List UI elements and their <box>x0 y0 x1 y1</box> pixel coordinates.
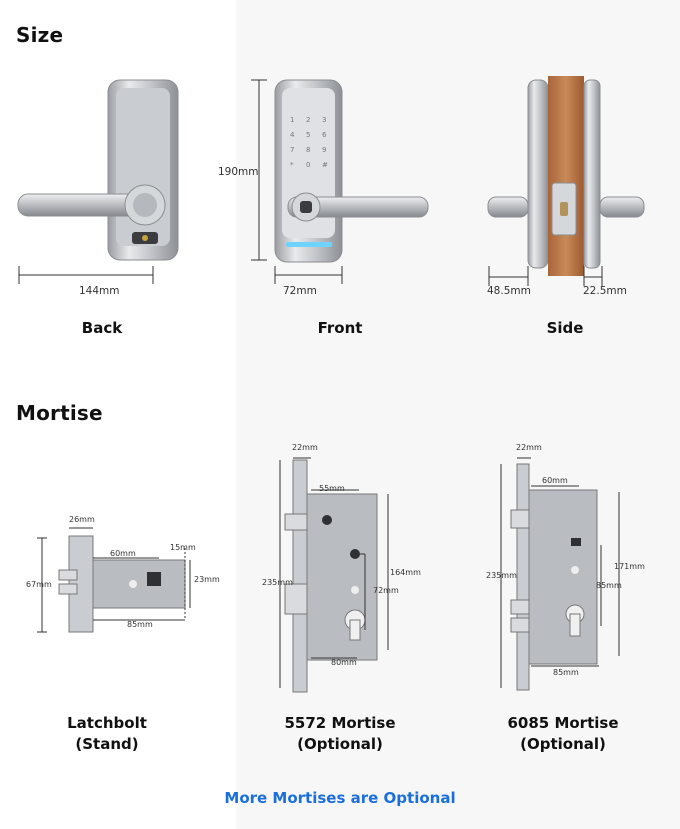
side-view-image <box>487 76 645 286</box>
svg-text:5: 5 <box>306 131 310 139</box>
more-mortises-note: More Mortises are Optional <box>224 789 456 807</box>
svg-text:0: 0 <box>306 161 310 169</box>
m6085-backset-label: 60mm <box>542 476 568 485</box>
m5572-width-label: 80mm <box>331 658 357 667</box>
m6085-name: 6085 Mortise <box>507 714 619 732</box>
m5572-plate-label: 235mm <box>262 578 293 587</box>
m5572-name: 5572 Mortise <box>284 714 396 732</box>
caption-front: Front <box>317 319 363 337</box>
caption-back: Back <box>81 319 123 337</box>
svg-text:1: 1 <box>290 116 294 124</box>
latchbolt-name: Latchbolt <box>67 714 147 732</box>
m5572-note: (Optional) <box>297 735 383 753</box>
m6085-width-label: 85mm <box>553 668 579 677</box>
latch-length-label: 85mm <box>127 620 153 629</box>
m6085-face-label: 22mm <box>516 443 542 452</box>
latch-height-label: 23mm <box>194 575 220 584</box>
back-width-label: 144mm <box>79 285 120 297</box>
mortise-5572-image <box>279 457 389 693</box>
front-height-label: 190mm <box>218 166 259 178</box>
front-width-label: 72mm <box>283 285 317 297</box>
caption-5572: 5572 Mortise (Optional) <box>280 713 400 755</box>
latch-thick-label: 15mm <box>170 543 196 552</box>
latch-face-label: 26mm <box>69 515 95 524</box>
m5572-center-label: 72mm <box>373 586 399 595</box>
section-title-mortise: Mortise <box>16 401 103 425</box>
side-front-depth-label: 22.5mm <box>583 285 627 297</box>
m5572-backset-label: 55mm <box>319 484 345 493</box>
side-back-depth-label: 48.5mm <box>487 285 531 297</box>
caption-side: Side <box>546 319 584 337</box>
m6085-height-label: 171mm <box>614 562 645 571</box>
front-view-image: 1 2 3 4 5 6 7 8 9 * 0 # <box>251 79 429 284</box>
svg-text:8: 8 <box>306 146 310 154</box>
svg-text:4: 4 <box>290 131 295 139</box>
back-view-image <box>17 79 179 284</box>
section-title-size: Size <box>16 23 64 47</box>
caption-latchbolt: Latchbolt (Stand) <box>52 713 162 755</box>
m6085-center-label: 85mm <box>596 581 622 590</box>
svg-text:7: 7 <box>290 146 294 154</box>
m6085-note: (Optional) <box>520 735 606 753</box>
m6085-plate-label: 235mm <box>486 571 517 580</box>
m5572-face-label: 22mm <box>292 443 318 452</box>
svg-text:#: # <box>322 161 328 169</box>
latch-plate-label: 67mm <box>26 580 52 589</box>
caption-6085: 6085 Mortise (Optional) <box>503 713 623 755</box>
latchbolt-note: (Stand) <box>75 735 139 753</box>
svg-text:6: 6 <box>322 131 327 139</box>
svg-text:9: 9 <box>322 146 326 154</box>
svg-text:*: * <box>290 161 294 169</box>
m5572-height-label: 164mm <box>390 568 421 577</box>
latch-backset-label: 60mm <box>110 549 136 558</box>
latchbolt-image <box>37 527 191 633</box>
svg-text:2: 2 <box>306 116 310 124</box>
mortise-6085-image <box>500 457 620 691</box>
svg-text:3: 3 <box>322 116 326 124</box>
